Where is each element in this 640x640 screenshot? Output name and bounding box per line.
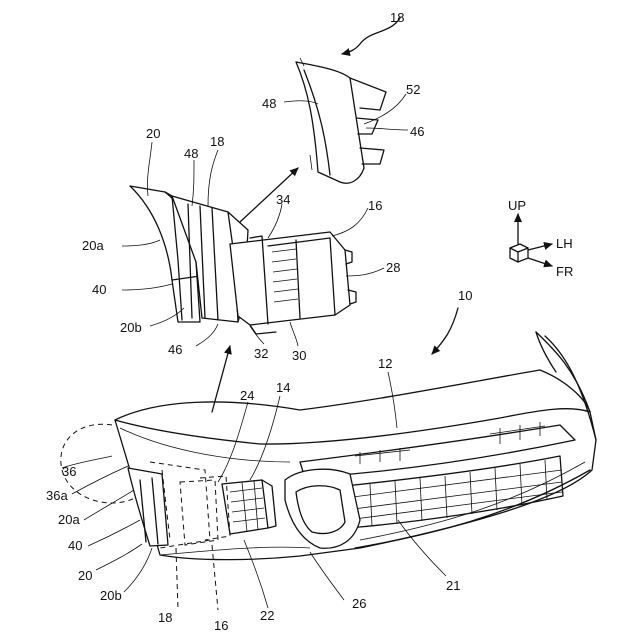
label-21: 21	[446, 578, 460, 593]
label-18-bot: 18	[158, 610, 172, 625]
label-40-bot: 40	[68, 538, 82, 553]
label-24: 24	[240, 388, 254, 403]
label-12: 12	[378, 356, 392, 371]
axis-lh-label: LH	[556, 236, 573, 251]
label-26: 26	[352, 596, 366, 611]
label-46-mid: 46	[168, 342, 182, 357]
label-36: 36	[62, 464, 76, 479]
label-20b-bot: 20b	[100, 588, 122, 603]
bumper-corner-duct	[128, 468, 168, 546]
label-18-top: 18	[390, 10, 404, 25]
label-30: 30	[292, 348, 306, 363]
label-20a-bot: 20a	[58, 512, 80, 527]
label-40-top: 40	[92, 282, 106, 297]
label-16-top: 16	[368, 198, 382, 213]
duct-frame-part	[230, 232, 356, 334]
label-14: 14	[276, 380, 290, 395]
label-22: 22	[260, 608, 274, 623]
label-18-mid: 18	[210, 134, 224, 149]
label-48-mid: 48	[184, 146, 198, 161]
label-20-bot: 20	[78, 568, 92, 583]
label-28: 28	[386, 260, 400, 275]
label-16-bot: 16	[214, 618, 228, 633]
axis-fr-label: FR	[556, 264, 573, 279]
label-20a-top: 20a	[82, 238, 104, 253]
axis-up-label: UP	[508, 198, 526, 213]
label-20-top: 20	[146, 126, 160, 141]
label-46-top: 46	[410, 124, 424, 139]
label-32: 32	[254, 346, 268, 361]
label-10: 10	[458, 288, 472, 303]
coordinate-indicator: UP LH FR	[508, 198, 573, 279]
label-48-top: 48	[262, 96, 276, 111]
label-20b-top: 20b	[120, 320, 142, 335]
label-52: 52	[406, 82, 420, 97]
label-34: 34	[276, 192, 290, 207]
label-36a: 36a	[46, 488, 68, 503]
